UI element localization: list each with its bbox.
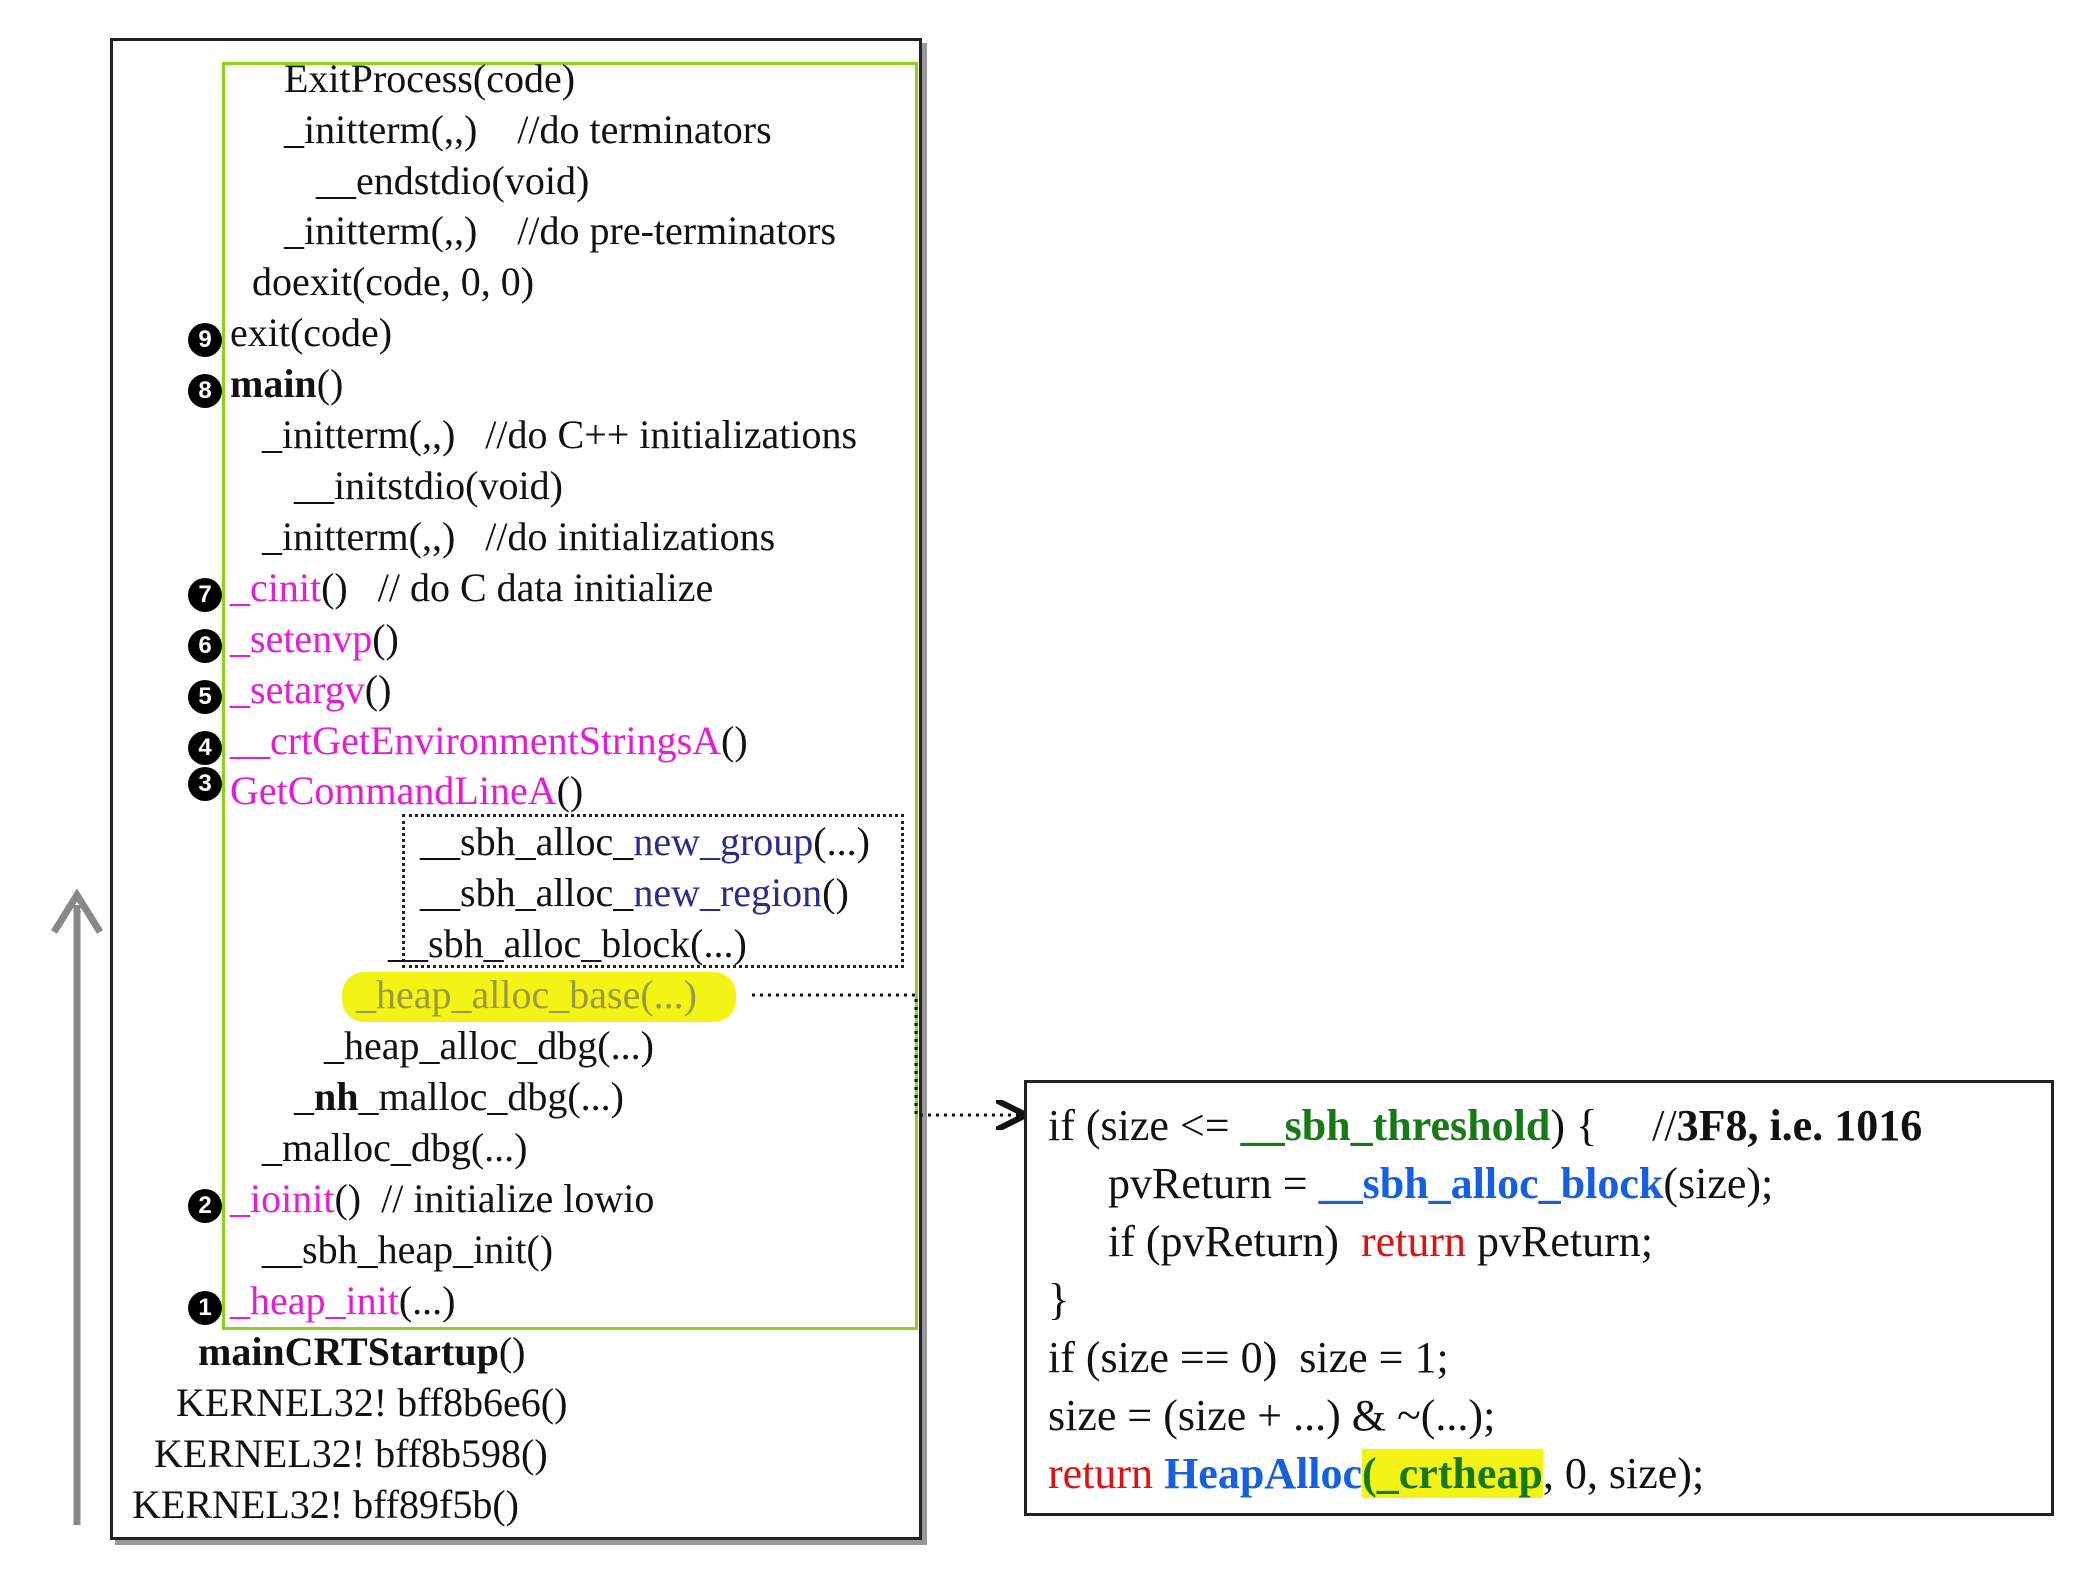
- up-arrow-head: [51, 888, 103, 934]
- step-badge-2: 2: [188, 1189, 222, 1223]
- stack-line-setargv: _setargv(): [230, 667, 392, 712]
- step-badge-9: 9: [188, 323, 222, 357]
- stack-line-maincrtstartup: mainCRTStartup(): [198, 1329, 526, 1374]
- stack-line-crtgetenv: __crtGetEnvironmentStringsA(): [230, 718, 748, 763]
- code-line-2: pvReturn = __sbh_alloc_block(size);: [1108, 1159, 1774, 1208]
- code-line-5: if (size == 0) size = 1;: [1048, 1333, 1449, 1382]
- stack-line-initterm-cpp: _initterm(,,) //do C++ initializations: [262, 412, 858, 457]
- stack-line-heap-alloc-base: _heap_alloc_base(...): [356, 972, 697, 1017]
- stack-line-cinit: _cinit() // do C data initialize: [230, 565, 714, 610]
- stack-line-initterm-init: _initterm(,,) //do initializations: [262, 514, 776, 559]
- stack-line-exitprocess: ExitProcess(code): [284, 56, 576, 101]
- stack-line-setenvp: _setenvp(): [230, 616, 399, 661]
- code-line-7: return HeapAlloc(_crtheap, 0, size);: [1048, 1449, 1705, 1498]
- stack-line-kernel32-3: KERNEL32! bff89f5b(): [132, 1482, 519, 1527]
- step-badge-3: 3: [188, 767, 222, 801]
- code-line-4: }: [1048, 1275, 1070, 1324]
- stack-line-sbh-alloc-block: __sbh_alloc_block(...): [388, 921, 747, 966]
- step-badge-8: 8: [188, 374, 222, 408]
- step-badge-1: 1: [188, 1291, 222, 1325]
- dotted-connector: [752, 993, 1020, 1115]
- stack-line-sbh-heap-init: __sbh_heap_init(): [262, 1227, 554, 1272]
- stack-line-endstdio: __endstdio(void): [316, 158, 590, 203]
- step-badge-4: 4: [188, 731, 222, 765]
- step-badge-5: 5: [188, 680, 222, 714]
- stack-line-initterm-terminators: _initterm(,,) //do terminators: [284, 107, 772, 152]
- stack-line-sbh-new-group: __sbh_alloc_new_group(...): [420, 819, 870, 864]
- stack-line-initterm-preterminators: _initterm(,,) //do pre-terminators: [284, 208, 837, 253]
- stack-line-nh-malloc-dbg: _nh_malloc_dbg(...): [294, 1074, 624, 1119]
- heap-alloc-base-highlight: [342, 972, 736, 1022]
- crt-startup-region: [222, 62, 918, 1330]
- stack-line-ioinit: _ioinit() // initialize lowio: [230, 1176, 655, 1221]
- sbh-alloc-group-box: [402, 814, 904, 968]
- code-line-6: size = (size + ...) & ~(...);: [1048, 1391, 1496, 1440]
- call-stack-frame: [110, 38, 922, 1540]
- step-badge-6: 6: [188, 629, 222, 663]
- stack-line-kernel32-2: KERNEL32! bff8b598(): [154, 1431, 548, 1476]
- stack-line-getcommandline: GetCommandLineA(): [230, 768, 584, 813]
- stack-line-heap-init: _heap_init(...): [230, 1278, 456, 1323]
- stack-line-main: main(): [230, 361, 344, 406]
- stack-line-exit: exit(code): [230, 310, 393, 355]
- step-badge-7: 7: [188, 578, 222, 612]
- stack-line-malloc-dbg: _malloc_dbg(...): [262, 1125, 528, 1170]
- stack-line-heap-alloc-dbg: _heap_alloc_dbg(...): [324, 1023, 654, 1068]
- stack-line-kernel32-1: KERNEL32! bff8b6e6(): [176, 1380, 568, 1425]
- code-line-1: if (size <= __sbh_threshold) { //3F8, i.…: [1048, 1101, 1923, 1150]
- stack-line-sbh-new-region: __sbh_alloc_new_region(): [420, 870, 849, 915]
- code-line-3: if (pvReturn) return pvReturn;: [1108, 1217, 1653, 1266]
- stack-line-initstdio: __initstdio(void): [294, 463, 563, 508]
- stack-line-doexit: doexit(code, 0, 0): [252, 259, 535, 304]
- heap-alloc-base-code-box: [1024, 1080, 2054, 1516]
